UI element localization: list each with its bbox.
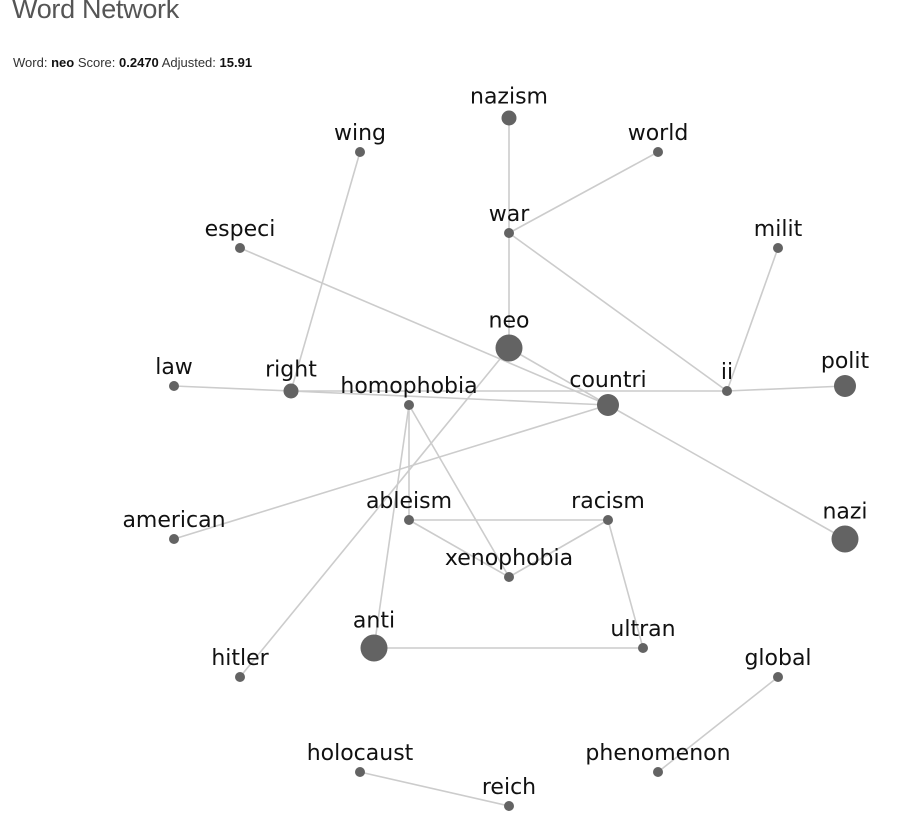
node-label-milit: milit [754,217,803,242]
edge-milit-ii [726,247,779,392]
node-reich[interactable] [504,801,514,811]
edge-wing-right [290,151,361,392]
node-neo[interactable] [495,334,523,362]
node-label-war: war [489,202,530,227]
edge-countri-american [173,404,609,540]
node-label-countri: countri [569,368,646,393]
node-layer [169,110,859,811]
adjusted-label: Adjusted: [161,55,216,70]
node-label-right: right [265,358,317,383]
node-homophobia[interactable] [404,400,414,410]
edge-racism-ultran [607,519,644,649]
node-world[interactable] [653,147,663,157]
node-racism[interactable] [603,515,613,525]
node-ultran[interactable] [638,643,648,653]
edge-homophobia-anti [373,404,410,649]
node-xenophobia[interactable] [504,572,514,582]
node-law[interactable] [169,381,179,391]
node-polit[interactable] [834,375,856,397]
node-label-xenophobia: xenophobia [445,546,573,571]
node-ii[interactable] [722,386,732,396]
score-value: 0.2470 [119,55,159,70]
node-nazism[interactable] [501,110,517,126]
node-label-ultran: ultran [610,617,675,642]
node-war[interactable] [504,228,514,238]
node-right[interactable] [283,383,299,399]
score-label: Score: [77,55,116,70]
edge-countri-nazi [607,404,846,540]
node-label-ii: ii [721,360,733,385]
node-countri[interactable] [597,394,619,416]
word-label: Word: [13,55,48,70]
edge-neo-countri [508,347,609,406]
edge-ableism-xenophobia [408,519,510,578]
edge-homophobia-xenophobia [408,404,510,578]
node-wing[interactable] [355,147,365,157]
edge-world-war [508,151,659,234]
edge-right-countri [290,390,609,406]
node-nazi[interactable] [831,525,859,553]
node-label-holocaust: holocaust [307,741,414,766]
node-label-racism: racism [571,489,645,514]
node-label-american: american [122,508,225,533]
node-label-reich: reich [482,775,536,800]
node-label-phenomenon: phenomenon [585,741,730,766]
node-label-wing: wing [334,121,386,146]
edge-racism-xenophobia [508,519,609,578]
edge-global-phenomenon [657,676,779,773]
node-label-law: law [155,355,193,380]
node-american[interactable] [169,534,179,544]
label-layer: nazism wing world war especi milit neo law right… [122,85,869,801]
adjusted-value: 15.91 [219,55,253,70]
word-info: Word: neo Score: 0.2470 Adjusted: 15.91 [13,55,252,70]
node-label-especi: especi [205,217,276,242]
node-label-global: global [744,646,811,671]
node-milit[interactable] [773,243,783,253]
node-label-polit: polit [821,349,870,374]
node-phenomenon[interactable] [653,767,663,777]
node-global[interactable] [773,672,783,682]
node-label-hitler: hitler [211,646,269,671]
edge-ii-polit [726,385,846,392]
node-hitler[interactable] [235,672,245,682]
node-label-anti: anti [353,609,395,634]
node-label-neo: neo [489,309,530,334]
node-ableism[interactable] [404,515,414,525]
node-holocaust[interactable] [355,767,365,777]
node-especi[interactable] [235,243,245,253]
node-label-ableism: ableism [366,489,452,514]
edge-neo-hitler [239,347,510,678]
word-value: neo [51,55,75,70]
edge-especi-countri [239,247,609,406]
page-title: Word Network [12,0,179,24]
edge-layer [173,118,846,807]
node-label-homophobia: homophobia [340,374,477,399]
node-label-nazi: nazi [822,500,867,525]
node-label-world: world [628,121,689,146]
edge-holocaust-reich [359,771,510,807]
node-label-nazism: nazism [470,85,548,110]
edge-war-ii [508,232,728,392]
edge-law-right [173,385,292,392]
node-anti[interactable] [360,634,388,662]
